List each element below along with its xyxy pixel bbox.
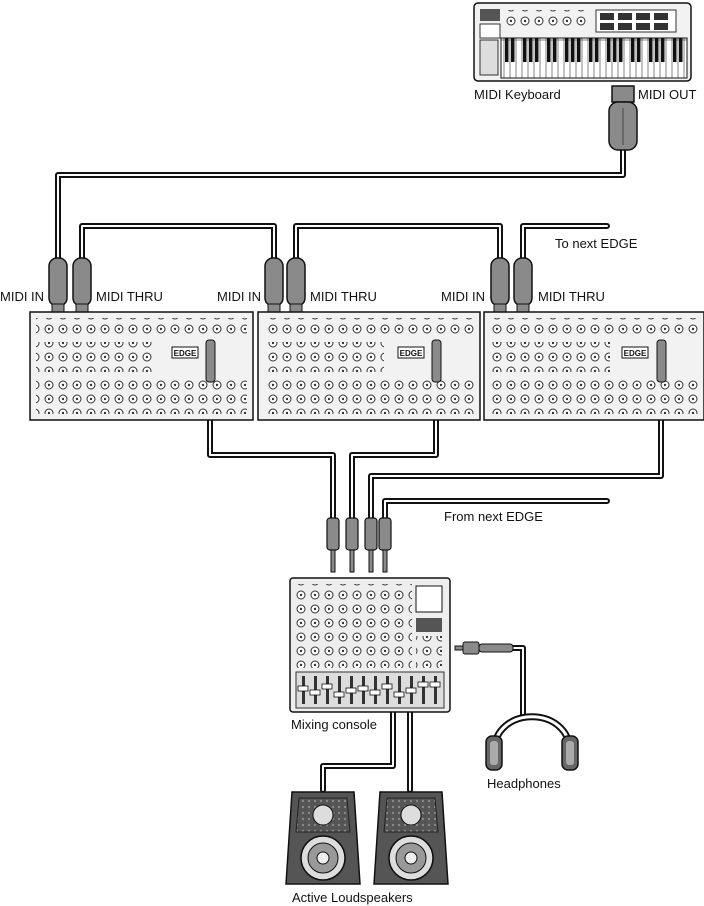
label-active-loudspeakers: Active Loudspeakers [292, 890, 413, 905]
label-midi-keyboard: MIDI Keyboard [474, 87, 561, 102]
plug-in-2 [264, 257, 284, 313]
loudspeaker-right [373, 791, 449, 885]
label-midi-in-3: MIDI IN [441, 289, 486, 304]
edge-logo-1: EDGE [174, 349, 197, 358]
plug-thru-3 [513, 257, 533, 313]
cable-thru1-to-in2 [79, 223, 277, 265]
label-midi-in-2: MIDI IN [217, 289, 262, 304]
audio-out-plugs-on-devices [205, 339, 667, 383]
headphones-device [485, 713, 579, 771]
mixing-console [289, 577, 451, 713]
edge-logo-2: EDGE [400, 349, 423, 358]
plug-in-1 [48, 257, 68, 313]
loudspeaker-left [285, 791, 361, 885]
midi-plugs [48, 257, 533, 313]
label-midi-out: MIDI OUT [638, 87, 697, 102]
cable-thru2-to-in3 [293, 223, 503, 265]
label-midi-thru-3: MIDI THRU [538, 289, 605, 304]
edge-device-2: EDGE [257, 311, 481, 421]
cable-headphones [509, 645, 526, 719]
plug-thru-2 [286, 257, 306, 313]
edge-logo-3: EDGE [624, 349, 647, 358]
label-mixing-console: Mixing console [291, 717, 377, 732]
label-headphones: Headphones [487, 776, 561, 791]
headphone-plug [454, 641, 514, 655]
mixer-jack-plugs [326, 517, 392, 573]
edge-device-1: EDGE [29, 311, 254, 421]
plug-thru-1 [72, 257, 92, 313]
plug-in-3 [490, 257, 510, 313]
midi-out-plug [608, 85, 638, 151]
label-midi-thru-1: MIDI THRU [96, 289, 163, 304]
midi-cables [55, 147, 626, 265]
label-midi-in-1: MIDI IN [0, 289, 45, 304]
edge-device-3: EDGE [483, 311, 704, 421]
label-midi-thru-2: MIDI THRU [310, 289, 377, 304]
label-from-next-edge: From next EDGE [444, 509, 543, 524]
label-to-next-edge: To next EDGE [555, 236, 638, 251]
midi-keyboard [473, 2, 692, 82]
cable-keyboard-to-edge1 [55, 147, 626, 265]
